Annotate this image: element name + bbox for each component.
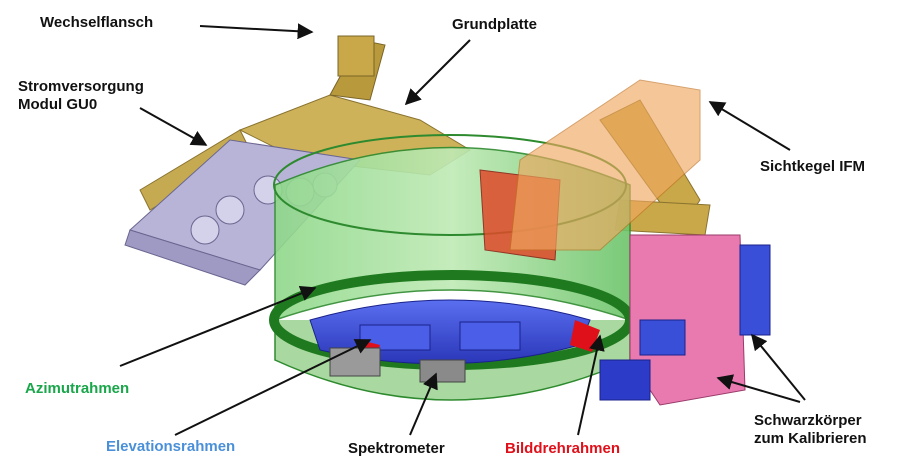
label-schwarzkoerper-line2: zum Kalibrieren xyxy=(754,430,867,447)
schwarzkoerper-shape xyxy=(599,234,771,406)
arrow-azimutrahmen xyxy=(119,285,317,367)
label-spektrometer: Spektrometer xyxy=(348,440,445,457)
arrow-bilddrehrahmen xyxy=(577,334,605,436)
label-azimutrahmen: Azimutrahmen xyxy=(25,380,130,397)
arrow-grundplatte xyxy=(404,39,471,106)
label-bilddrehrahmen: Bilddrehrahmen xyxy=(505,440,621,457)
sichtkegel-shape xyxy=(509,79,701,251)
arrow-stromversorgung xyxy=(139,107,208,146)
arrow-elevationsrahmen xyxy=(174,339,372,436)
label-grundplatte: Grundplatte xyxy=(452,16,537,33)
label-wechselflansch: Wechselflansch xyxy=(40,14,154,31)
label-stromversorgung-line1: Stromversorgung xyxy=(18,78,144,95)
arrow-spektrometer xyxy=(409,372,438,436)
label-schwarzkoerper-line1: Schwarzkörper xyxy=(754,412,862,429)
wechselflansch-shape xyxy=(337,35,375,77)
label-stromversorgung-line2: Modul GU0 xyxy=(18,96,98,113)
arrow-schwarzkoerper-2 xyxy=(716,374,801,403)
label-sichtkegel: Sichtkegel IFM xyxy=(760,158,866,175)
arrow-schwarzkoerper-1 xyxy=(750,333,806,401)
arrow-wechselflansch xyxy=(199,23,314,40)
annotation-arrows xyxy=(119,23,806,436)
label-elevationsrahmen: Elevationsrahmen xyxy=(106,438,236,455)
arrow-sichtkegel xyxy=(708,101,791,151)
